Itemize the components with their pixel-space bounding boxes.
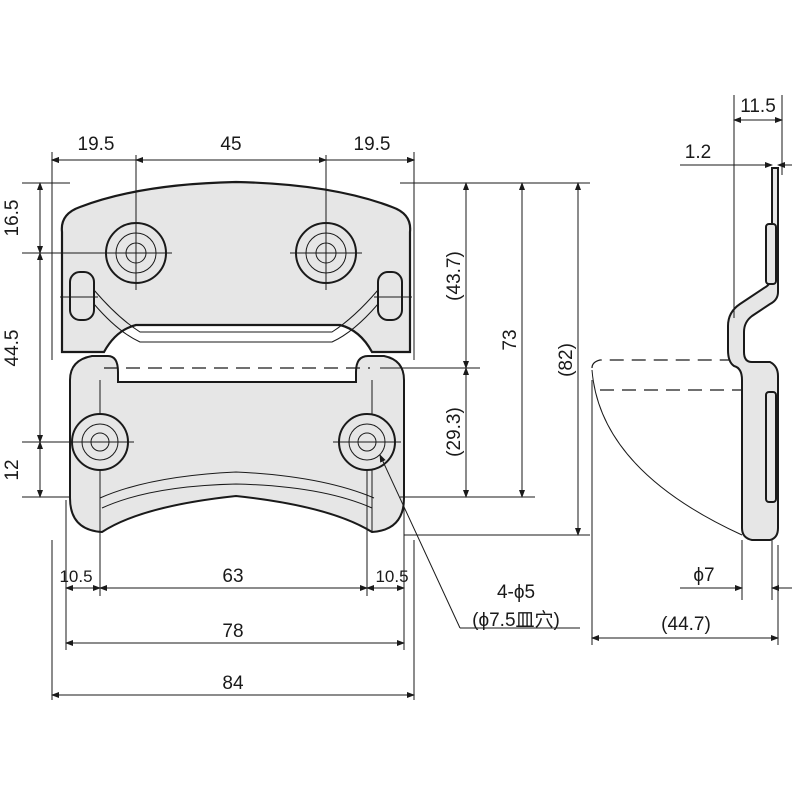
dim-width-78: 78 (222, 621, 243, 642)
dim-top-right: 19.5 (354, 134, 391, 155)
handle-inner-edge-2 (101, 483, 373, 509)
dim-right-c: 73 (500, 329, 521, 350)
dim-left-b: 44.5 (2, 330, 23, 367)
handle-inner-edge (99, 471, 375, 499)
dim-left-c: 12 (2, 459, 23, 480)
side-dim-diameter: ϕ7 (693, 565, 714, 586)
front-dimensions (22, 152, 590, 700)
side-dim-thickness: 1.2 (685, 142, 711, 163)
dim-right-b: (29.3) (444, 407, 465, 457)
front-view (60, 155, 412, 534)
dim-bottom-center: 63 (222, 566, 243, 587)
dim-top-left: 19.5 (78, 134, 115, 155)
swing-arc (591, 369, 743, 536)
dim-right-d: (82) (556, 343, 577, 377)
side-dim-reach: (44.7) (661, 614, 711, 635)
dim-bottom-right: 10.5 (375, 567, 408, 586)
dim-width-84: 84 (222, 673, 244, 694)
side-view (591, 95, 792, 645)
dim-right-a: (43.7) (444, 251, 465, 301)
dim-left-a: 16.5 (2, 200, 23, 237)
hinge-left (69, 271, 95, 321)
dim-bottom-left: 10.5 (59, 567, 92, 586)
holes-countersink-label: (ϕ7.5皿穴) (472, 609, 560, 631)
dimension-labels: 19.5 45 19.5 16.5 44.5 12 (43.7) (29.3) … (2, 96, 776, 694)
side-dim-top: 11.5 (740, 96, 776, 117)
dim-top-center: 45 (220, 134, 241, 155)
hinge-right (377, 271, 403, 321)
holes-count-label: 4-ϕ5 (497, 582, 535, 603)
